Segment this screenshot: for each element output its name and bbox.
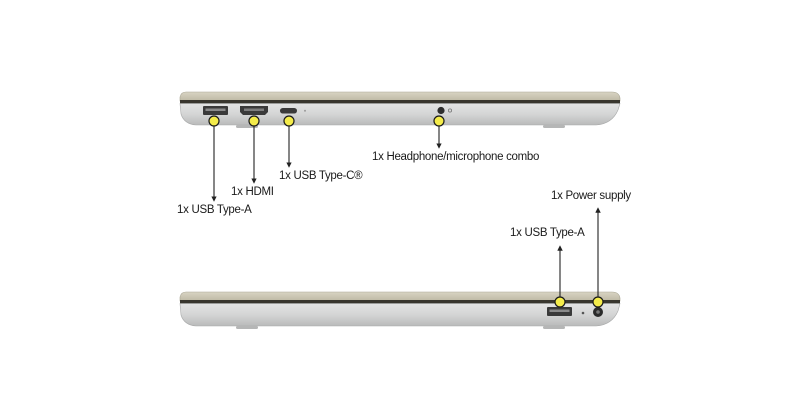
headphone-label: 1x Headphone/microphone combo (372, 151, 540, 163)
laptop-seam (180, 100, 620, 104)
headphone-jack-port (437, 106, 445, 115)
headphone-icon (447, 108, 452, 113)
hdmi-label: 1x HDMI (231, 186, 274, 198)
usb-a-left-label: 1x USB Type-A (177, 204, 252, 216)
usb-a-port (203, 106, 228, 115)
status-led (581, 311, 585, 315)
power-marker (592, 296, 604, 308)
laptop-right-side (179, 207, 621, 329)
power-label: 1x Power supply (551, 190, 631, 202)
laptop-lid (179, 291, 621, 302)
usb-a-port (547, 307, 572, 316)
status-led (304, 109, 306, 112)
laptop-foot (236, 326, 258, 329)
usb-a-left-marker (208, 115, 220, 127)
hdmi-marker (248, 115, 260, 127)
usb-a-right-label: 1x USB Type-A (510, 227, 585, 239)
usb-c-port (280, 108, 297, 114)
laptop-foot (543, 326, 565, 329)
laptop-foot (543, 125, 565, 128)
usb-c-marker (283, 115, 295, 127)
laptop-base (179, 303, 621, 327)
usb-a-right-marker (554, 296, 566, 308)
laptop-left-side (179, 91, 621, 202)
headphone-marker (433, 115, 445, 127)
usb-c-label: 1x USB Type-C® (279, 170, 363, 182)
power-jack-pin (596, 310, 600, 314)
laptop-seam (180, 300, 620, 304)
hdmi-port (240, 106, 268, 115)
laptop-lid (179, 91, 621, 102)
